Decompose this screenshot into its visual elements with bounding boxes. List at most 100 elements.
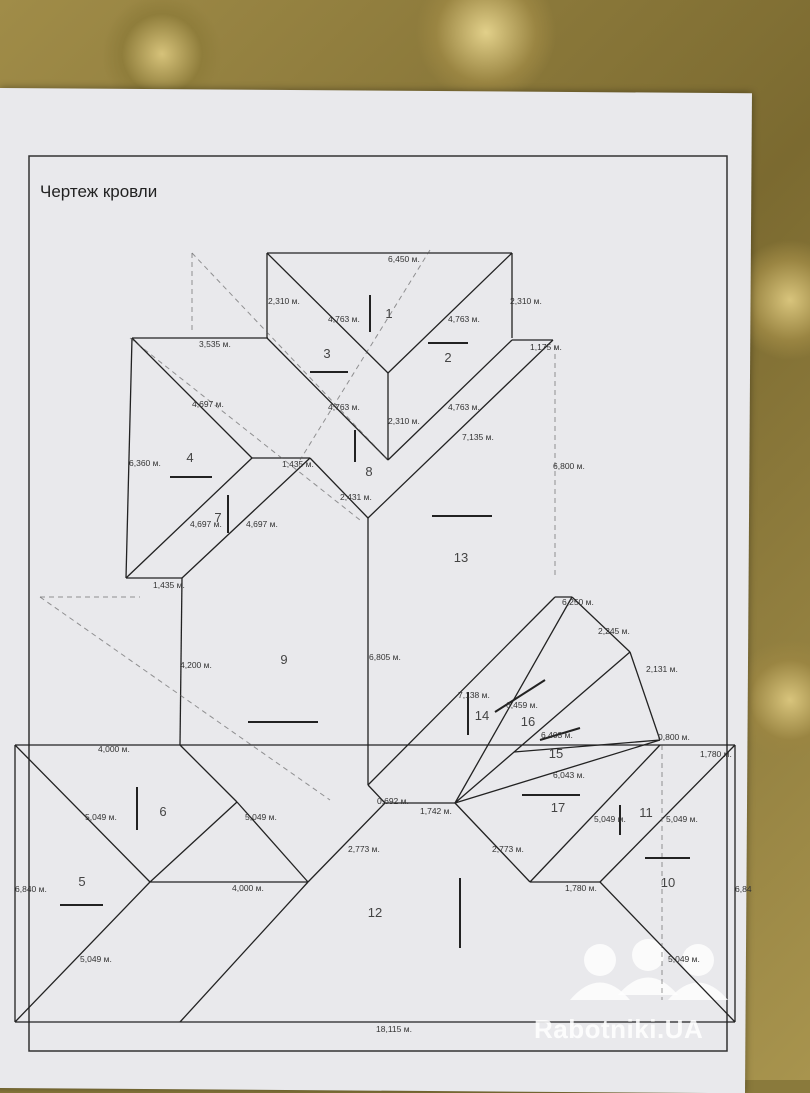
dimension-label: 6,043 м. [553, 770, 585, 780]
dimension-label: 7,135 м. [462, 432, 494, 442]
roof-edge-line [14, 744, 151, 883]
dimension-label: 6,403 м. [541, 730, 573, 740]
roof-edge-line [387, 339, 513, 461]
dimension-label: 6,450 м. [388, 254, 420, 264]
dimension-label: 4,697 м. [192, 399, 224, 409]
dimension-label: 4,000 м. [98, 744, 130, 754]
worker-logo-icon [584, 944, 616, 976]
section-number: 16 [521, 714, 535, 729]
roof-edge-line [14, 881, 151, 1023]
roof-edge-line [571, 596, 631, 653]
dimension-label: 4,000 м. [232, 883, 264, 893]
roof-edge-line [367, 339, 554, 519]
section-number: 14 [475, 708, 489, 723]
roof-edge-line [131, 337, 253, 459]
section-number: 8 [365, 464, 372, 479]
dimension-label: 4,763 м. [448, 314, 480, 324]
roof-edge-line [367, 784, 386, 804]
roof-edge-line [181, 457, 311, 579]
worker-logo-icon [618, 977, 678, 995]
roof-edge-line [599, 744, 736, 883]
dimension-label: 6,805 м. [369, 652, 401, 662]
section-number: 4 [186, 450, 193, 465]
dimension-label: 0,692 м. [377, 796, 409, 806]
dimension-label: 2,773 м. [492, 844, 524, 854]
dimension-label: 4,763 м. [328, 402, 360, 412]
roof-edge-line [309, 457, 369, 519]
section-number: 10 [661, 875, 675, 890]
slope-arrow [539, 727, 581, 741]
dimension-label: 2,773 м. [348, 844, 380, 854]
dimension-label: 1,742 м. [420, 806, 452, 816]
dimension-label: 2,131 м. [646, 664, 678, 674]
dimension-label: 4,763 м. [328, 314, 360, 324]
dimension-line [191, 252, 389, 461]
dimension-label: 5,049 м. [594, 814, 626, 824]
roof-edge-line [454, 739, 661, 804]
dimension-line [129, 337, 361, 521]
dimension-label: 1,175 м. [530, 342, 562, 352]
slope-arrow [494, 679, 546, 713]
roof-edge-line [454, 802, 531, 883]
dimension-line [299, 249, 431, 461]
roof-edge-line [529, 744, 661, 883]
watermark-logo: Rabotniki.UA [534, 1014, 704, 1044]
drawing-frame [28, 155, 728, 1052]
dimension-label: 2,245 м. [598, 626, 630, 636]
dimension-label: 4,200 м. [180, 660, 212, 670]
section-number: 11 [639, 805, 653, 820]
roof-edge-line [266, 337, 389, 461]
dimension-label: 5,049 м. [666, 814, 698, 824]
dimension-label: 6,84 [735, 884, 752, 894]
dimension-label: 2,431 м. [340, 492, 372, 502]
roof-edge-line [179, 744, 238, 803]
worker-logo-icon [632, 939, 664, 971]
dimension-label: 4,697 м. [246, 519, 278, 529]
dimension-label: 1,780 м. [565, 883, 597, 893]
dimension-label: 5,049 м. [85, 812, 117, 822]
roof-edge-line [179, 881, 309, 1023]
section-number: 2 [444, 350, 451, 365]
dimension-label: 5,049 м. [245, 812, 277, 822]
section-number: 9 [280, 652, 287, 667]
dimension-label: 18,115 м. [376, 1024, 412, 1034]
section-number: 5 [78, 874, 85, 889]
dimension-label: 2,310 м. [268, 296, 300, 306]
section-number: 15 [549, 746, 563, 761]
section-number: 6 [159, 804, 166, 819]
roof-edge-line [513, 739, 661, 753]
worker-logo-icon [570, 982, 630, 1000]
section-number: 13 [454, 550, 468, 565]
roof-edge-line [266, 252, 389, 374]
roof-edge-line [125, 457, 253, 579]
roof-edge-line [367, 596, 556, 786]
section-number: 3 [323, 346, 330, 361]
section-number: 1 [385, 306, 392, 321]
dimension-label: 1,780 м. [700, 749, 732, 759]
roof-edge-line [629, 651, 661, 741]
dimension-label: 2,310 м. [388, 416, 420, 426]
dimension-label: 1,435 м. [282, 459, 314, 469]
dimension-label: 6,360 м. [129, 458, 161, 468]
section-number: 12 [368, 905, 382, 920]
roof-edge-line [307, 802, 386, 883]
drawing-title: Чертеж кровли [40, 182, 158, 201]
roof-edge-line [387, 252, 513, 374]
dimension-label: 5,049 м. [668, 954, 700, 964]
roof-edge-line [599, 881, 736, 1023]
roof-edge-line [125, 337, 133, 579]
dimension-label: 6,840 м. [15, 884, 47, 894]
dimension-label: 6,459 м. [506, 700, 538, 710]
dimension-label: 6,800 м. [553, 461, 585, 471]
roof-edge-line [149, 801, 238, 883]
section-number: 7 [214, 510, 221, 525]
dimension-label: 5,049 м. [80, 954, 112, 964]
dimension-label: 3,535 м. [199, 339, 231, 349]
dimension-label: 1,435 м. [153, 580, 185, 590]
dimension-label: 4,697 м. [190, 519, 222, 529]
section-number: 17 [551, 800, 565, 815]
dimension-label: 0,800 м. [658, 732, 690, 742]
worker-logo-icon [668, 982, 728, 1000]
dimension-label: 2,310 м. [510, 296, 542, 306]
